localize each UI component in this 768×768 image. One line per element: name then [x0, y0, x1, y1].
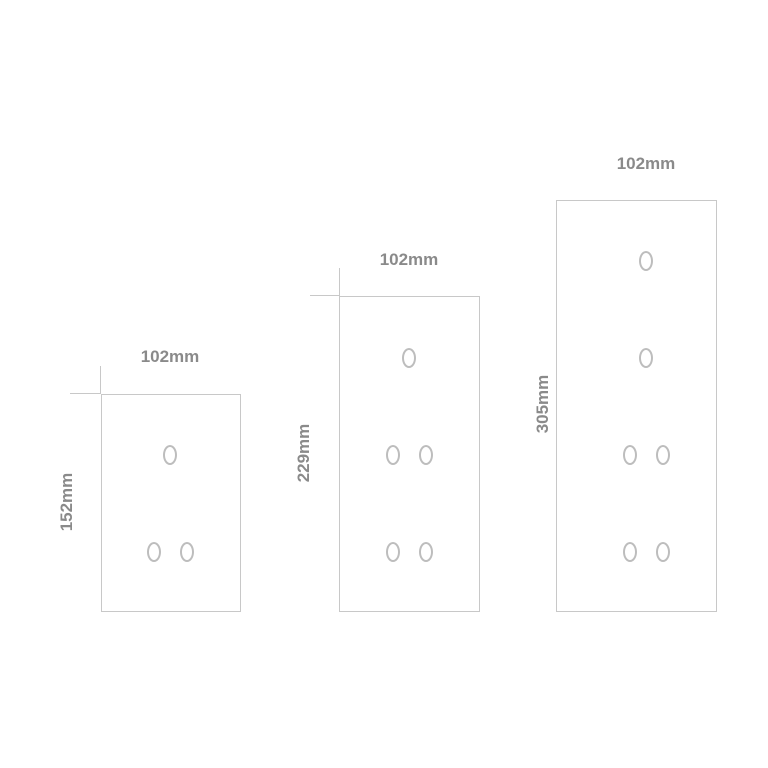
width-label-1: 102mm: [140, 347, 200, 366]
hole-icon: [623, 542, 637, 562]
hole-icon: [402, 348, 416, 368]
hole-icon: [180, 542, 194, 562]
dimension-line: [310, 295, 340, 296]
hole-icon: [386, 542, 400, 562]
hole-icon: [386, 445, 400, 465]
label-outline-2: [339, 296, 480, 612]
dimension-line: [70, 393, 100, 394]
hole-icon: [656, 542, 670, 562]
width-label-3: 102mm: [616, 154, 676, 173]
hole-icon: [419, 445, 433, 465]
height-label-3: 305mm: [533, 374, 552, 434]
hole-icon: [623, 445, 637, 465]
label-outline-1: [101, 394, 241, 612]
width-label-2: 102mm: [379, 250, 439, 269]
hole-icon: [656, 445, 670, 465]
dimension-line: [339, 268, 340, 296]
hole-icon: [419, 542, 433, 562]
height-label-1: 152mm: [57, 472, 76, 532]
hole-icon: [163, 445, 177, 465]
hole-icon: [639, 348, 653, 368]
label-outline-3: [556, 200, 717, 612]
height-label-2: 229mm: [294, 423, 313, 483]
dimension-line: [100, 366, 101, 394]
hole-icon: [147, 542, 161, 562]
hole-icon: [639, 251, 653, 271]
